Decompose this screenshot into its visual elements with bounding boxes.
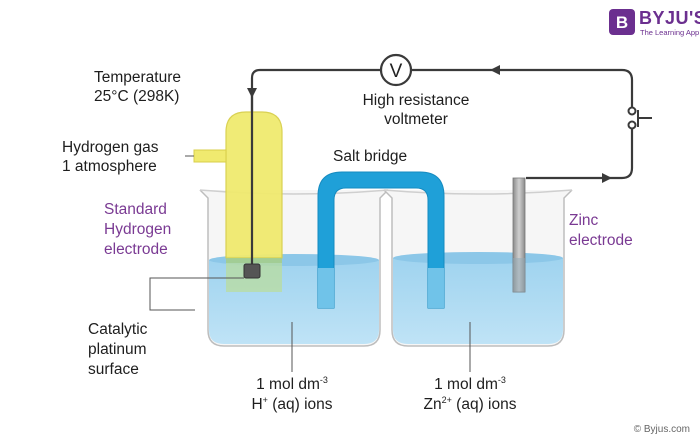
voltmeter-label-line1: High resistance: [362, 92, 470, 109]
logo-icon: B: [609, 9, 635, 35]
salt-bridge: [317, 171, 445, 309]
gas-inlet-arm: [193, 149, 227, 163]
hydrogen-gas-line2: 1 atmosphere: [62, 158, 157, 175]
right-ion-charge: 2+: [441, 394, 452, 405]
platinum-label-line2: platinum: [88, 341, 147, 358]
left-ion-symbol: H: [251, 396, 263, 413]
right-ion: Zn2+ (aq) ions: [396, 395, 544, 415]
zinc-label-line2: electrode: [569, 232, 633, 249]
left-ion-charge: +: [262, 394, 268, 405]
voltmeter-label: High resistance voltmeter: [340, 91, 492, 129]
brand-name: BYJU'S: [639, 8, 700, 28]
left-ion-suffix: (aq) ions: [267, 396, 333, 413]
temperature-label: Temperature 25°C (298K): [94, 68, 181, 106]
right-solution: [393, 258, 563, 344]
current-arrow-right: [602, 173, 612, 183]
left-solution-label: 1 mol dm-3 H+ (aq) ions: [222, 375, 362, 415]
right-solution-label: 1 mol dm-3 Zn2+ (aq) ions: [396, 375, 544, 415]
hydrogen-electrode-tube: [193, 111, 283, 292]
left-ion: H+ (aq) ions: [222, 395, 362, 415]
platinum-label: Catalytic platinum surface: [88, 320, 147, 380]
voltmeter: V: [379, 53, 413, 87]
left-conc-text: 1 mol dm: [256, 376, 320, 393]
platinum-label-line3: surface: [88, 361, 139, 378]
left-conc-exponent: -3: [319, 374, 328, 385]
leader-lines: [149, 155, 471, 372]
right-concentration: 1 mol dm-3: [396, 375, 544, 395]
hydrogen-gas-label: Hydrogen gas 1 atmosphere: [62, 138, 159, 176]
right-conc-exponent: -3: [497, 374, 506, 385]
temperature-label-line1: Temperature: [94, 69, 182, 86]
she-label-line2: Hydrogen: [104, 221, 172, 238]
right-ion-symbol: Zn: [423, 396, 442, 413]
voltmeter-symbol: V: [390, 61, 403, 82]
current-arrow-left: [247, 88, 257, 98]
right-beaker: [383, 189, 573, 347]
voltmeter-label-line2: voltmeter: [384, 111, 448, 128]
platinum-electrode: [243, 95, 261, 279]
platinum-label-line1: Catalytic: [88, 321, 148, 338]
left-concentration: 1 mol dm-3: [222, 375, 362, 395]
switch-key: [627, 106, 652, 130]
zinc-label-line1: Zinc: [569, 212, 599, 229]
salt-bridge-label: Salt bridge: [333, 148, 408, 165]
right-conc-text: 1 mol dm: [434, 376, 498, 393]
zinc-electrode-label: Zinc electrode: [569, 211, 633, 251]
she-label-line1: Standard: [104, 201, 167, 218]
logo-letter: B: [616, 13, 628, 32]
brand-tagline: The Learning App: [640, 28, 700, 37]
hydrogen-gas-line1: Hydrogen gas: [62, 139, 159, 156]
right-ion-suffix: (aq) ions: [451, 396, 517, 413]
temperature-label-line2: 25°C (298K): [94, 88, 180, 105]
zinc-electrode: [512, 177, 526, 293]
current-arrow-top: [490, 65, 500, 75]
copyright-text: © Byjus.com: [633, 424, 690, 435]
she-label: Standard Hydrogen electrode: [104, 200, 171, 260]
she-label-line3: electrode: [104, 241, 168, 258]
